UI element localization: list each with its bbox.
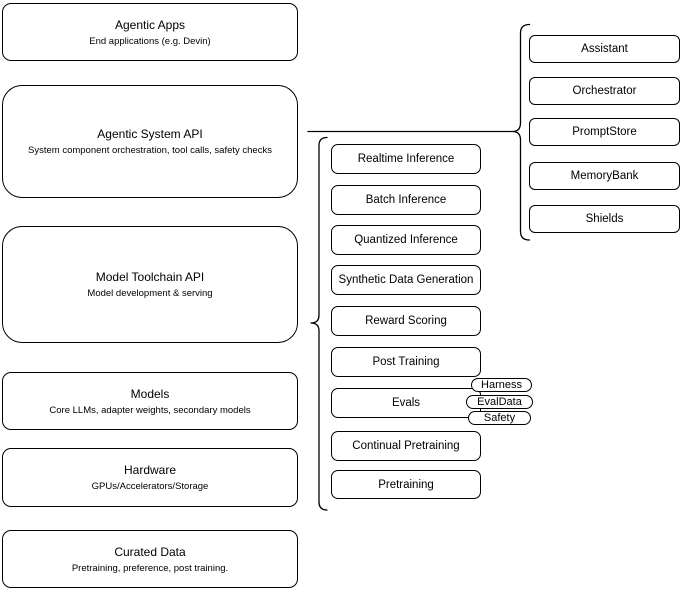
node-assistant: Assistant bbox=[529, 35, 680, 63]
layer-title: Curated Data bbox=[114, 544, 186, 559]
node-reward-scoring: Reward Scoring bbox=[331, 306, 481, 336]
layer-subtitle: Model development & serving bbox=[87, 288, 213, 299]
layer-subtitle: GPUs/Accelerators/Storage bbox=[91, 481, 209, 492]
node-promptstore: PromptStore bbox=[529, 118, 680, 146]
layer-subtitle: System component orchestration, tool cal… bbox=[28, 145, 272, 156]
node-synthetic-data-generation: Synthetic Data Generation bbox=[331, 265, 481, 295]
layer-subtitle: Core LLMs, adapter weights, secondary mo… bbox=[49, 404, 251, 416]
layer-curated-data: Curated Data Pretraining, preference, po… bbox=[2, 530, 298, 588]
layer-model-toolchain-api: Model Toolchain API Model development & … bbox=[2, 226, 298, 343]
node-post-training: Post Training bbox=[331, 347, 481, 377]
layer-title: Models bbox=[130, 386, 170, 401]
node-realtime-inference: Realtime Inference bbox=[331, 144, 481, 174]
layer-agentic-apps: Agentic Apps End applications (e.g. Devi… bbox=[2, 3, 298, 61]
layer-title: Model Toolchain API bbox=[95, 270, 205, 284]
system-components-brace bbox=[511, 23, 531, 241]
layer-subtitle: Pretraining, preference, post training. bbox=[71, 562, 229, 574]
node-orchestrator: Orchestrator bbox=[529, 77, 680, 105]
layer-title: Agentic Apps bbox=[114, 17, 186, 32]
layer-models: Models Core LLMs, adapter weights, secon… bbox=[2, 372, 298, 430]
toolchain-brace bbox=[310, 136, 328, 511]
node-quantized-inference: Quantized Inference bbox=[331, 225, 481, 255]
tag-safety: Safety bbox=[468, 411, 531, 425]
tag-harness: Harness bbox=[471, 378, 532, 392]
node-continual-pretraining: Continual Pretraining bbox=[331, 431, 481, 461]
node-batch-inference: Batch Inference bbox=[331, 185, 481, 215]
layer-title: Hardware bbox=[123, 463, 177, 477]
node-memorybank: MemoryBank bbox=[529, 162, 680, 190]
node-shields: Shields bbox=[529, 205, 680, 233]
layer-agentic-system-api: Agentic System API System component orch… bbox=[2, 85, 298, 198]
tag-evaldata: EvalData bbox=[466, 395, 533, 409]
node-evals: Evals bbox=[331, 388, 481, 418]
layer-hardware: Hardware GPUs/Accelerators/Storage bbox=[2, 448, 298, 507]
node-pretraining: Pretraining bbox=[331, 470, 481, 499]
layer-title: Agentic System API bbox=[97, 127, 203, 141]
layer-subtitle: End applications (e.g. Devin) bbox=[89, 35, 211, 47]
